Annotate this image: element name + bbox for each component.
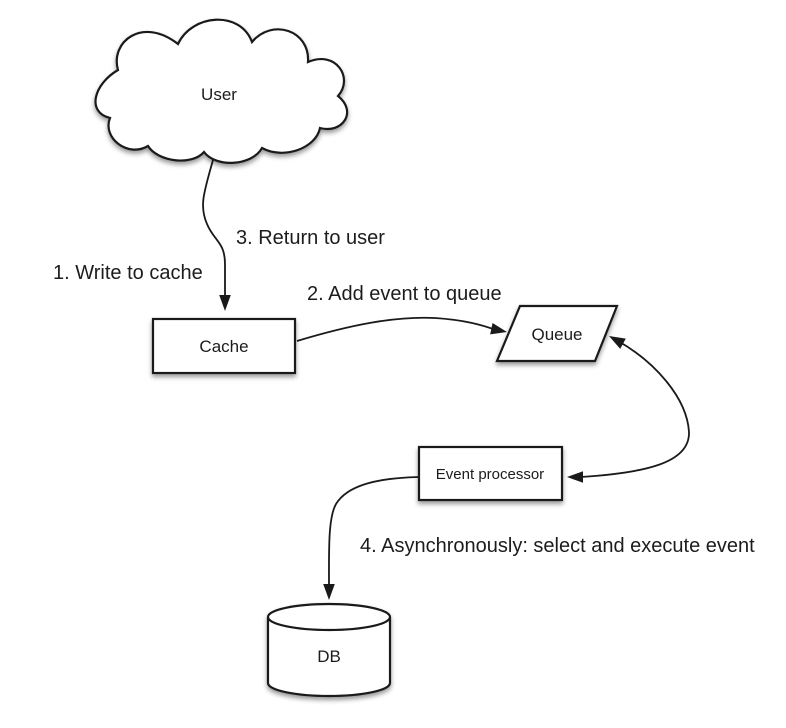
edge-user-to-cache xyxy=(202,159,226,297)
cache-label: Cache xyxy=(199,337,248,356)
cloud-icon xyxy=(94,18,349,164)
arrowhead-into-queue-left-icon xyxy=(490,323,507,335)
db-cylinder-body xyxy=(266,617,392,698)
event-processor-node: Event processor xyxy=(417,445,564,502)
label-step3-return-to-user: 3. Return to user xyxy=(236,227,385,249)
label-step1-write-to-cache: 1. Write to cache xyxy=(53,262,203,284)
arrowhead-into-queue-right-icon xyxy=(609,336,626,349)
edge-labels-layer: 1. Write to cache 3. Return to user 2. A… xyxy=(53,227,755,557)
cache-box xyxy=(151,317,297,375)
edge-cache-to-queue xyxy=(296,316,497,342)
arrowhead-into-db-icon xyxy=(323,584,335,600)
user-cloud-node: User xyxy=(94,18,349,164)
label-step2-add-event-to-queue: 2. Add event to queue xyxy=(307,283,502,305)
queue-label: Queue xyxy=(531,325,582,344)
label-step4-asynchronously-execute: 4. Asynchronously: select and execute ev… xyxy=(360,535,755,557)
arrowhead-into-cache-icon xyxy=(219,295,231,311)
queue-node: Queue xyxy=(495,304,619,363)
db-node: DB xyxy=(266,602,392,698)
event-processor-label: Event processor xyxy=(436,466,544,483)
edges-layer xyxy=(202,159,690,600)
queue-parallelogram xyxy=(495,304,619,363)
user-label: User xyxy=(201,85,237,104)
db-label: DB xyxy=(317,647,341,666)
edge-queue-event-processor xyxy=(579,340,690,478)
db-cylinder-top xyxy=(266,602,392,632)
event-processor-box xyxy=(417,445,564,502)
edge-event-processor-to-db xyxy=(328,476,420,587)
arrowhead-into-event-processor-icon xyxy=(567,471,583,483)
cache-node: Cache xyxy=(151,317,297,375)
